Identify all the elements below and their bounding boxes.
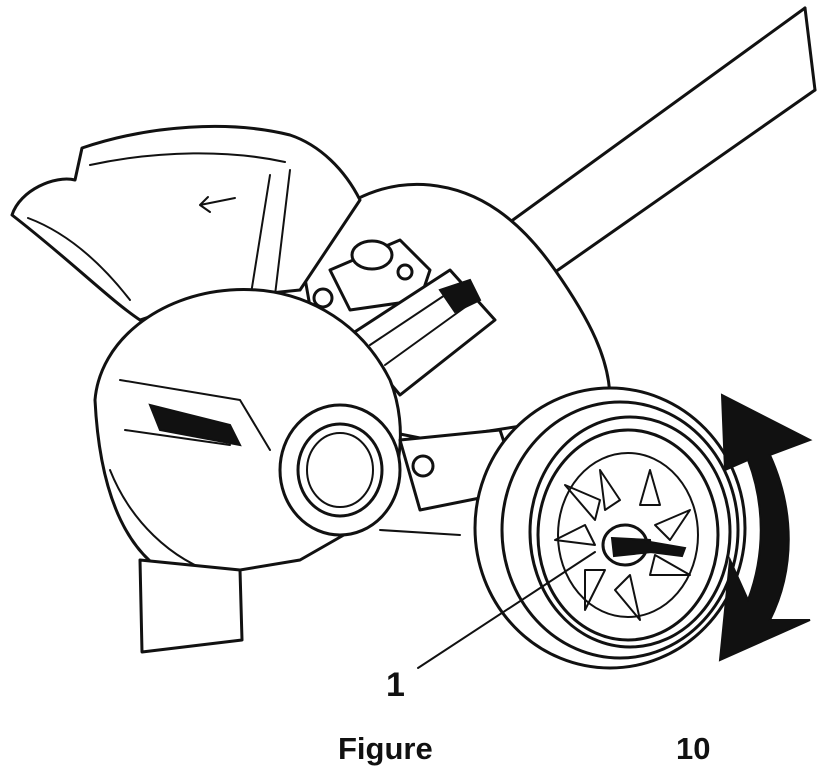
axle-bolt (610, 536, 654, 558)
blade-plate (138, 558, 244, 654)
callout-leader-line (417, 551, 596, 669)
callout-label: 1 (386, 666, 405, 704)
wheel (473, 386, 747, 670)
blade-guard (10, 124, 362, 322)
wheel-spokes (554, 469, 691, 621)
top-bracket (312, 238, 432, 312)
rotation-arrow-icon (718, 393, 813, 662)
figure-caption-word: Figure (338, 731, 433, 766)
figure-caption-number: 10 (676, 731, 711, 766)
motor-body (93, 288, 402, 582)
